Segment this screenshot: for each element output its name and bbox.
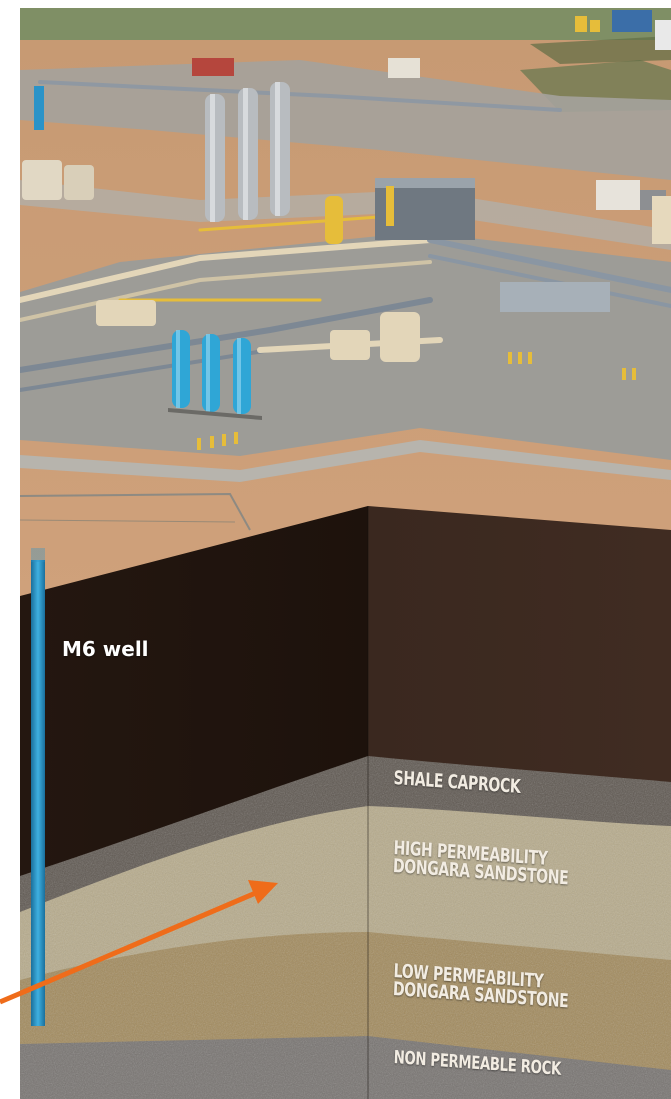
frame-top-border — [0, 0, 671, 8]
overburden-left — [20, 506, 368, 876]
well-bore — [31, 560, 45, 1026]
layer-high-permeability — [20, 804, 671, 980]
process-units — [96, 282, 610, 362]
layer-low-permeability — [20, 928, 671, 1070]
road — [20, 440, 671, 482]
storage-tanks — [22, 160, 94, 200]
blue-tanks — [168, 330, 262, 420]
yellow-equipment — [197, 16, 636, 450]
grass-patch-2 — [530, 36, 671, 64]
gravel-strip — [20, 180, 671, 250]
fence — [19, 492, 251, 531]
fence-shadow — [19, 519, 236, 523]
well-label: M6 well — [62, 637, 149, 661]
arrow-head — [248, 880, 278, 904]
overburden-right — [368, 506, 671, 782]
m6-well — [31, 548, 45, 1026]
surface-wellhead — [34, 86, 44, 130]
frame-left-border — [0, 0, 20, 1099]
steel-vessels — [205, 82, 290, 222]
cross-section — [20, 506, 671, 1099]
layer-shale-caprock — [20, 754, 671, 912]
injection-arrow — [0, 880, 278, 1005]
arrow-shaft — [0, 889, 259, 1005]
